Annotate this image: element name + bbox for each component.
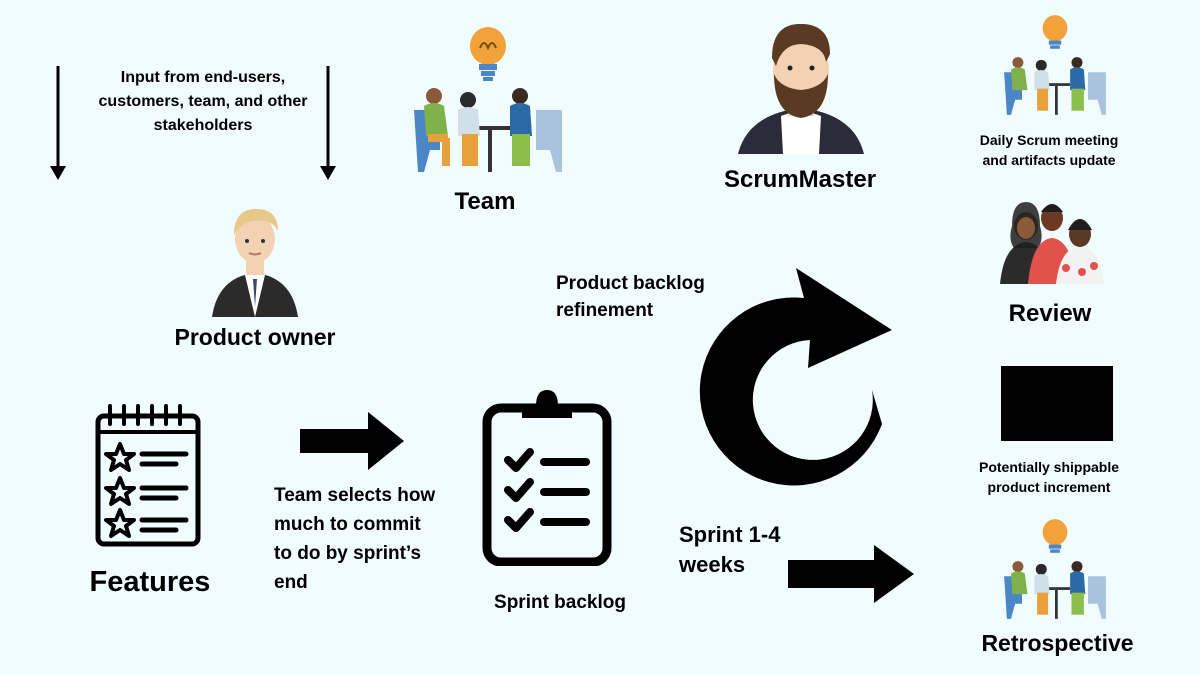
input-sources-text: Input from end-users, customers, team, a… xyxy=(98,69,308,134)
product-owner-avatar xyxy=(212,209,298,317)
daily-scrum-meeting-icon xyxy=(1004,15,1106,115)
sprint-backlog-clipboard-icon xyxy=(482,390,612,566)
team-meeting-icon xyxy=(414,27,562,172)
input-arrow-right xyxy=(320,66,336,180)
team-label: Team xyxy=(454,188,516,215)
shippable-increment-label: Potentially shippable product increment xyxy=(978,459,1120,495)
features-notepad-icon xyxy=(95,404,201,547)
daily-scrum-label: Daily Scrum meeting and artifacts update xyxy=(979,132,1119,168)
increment-arrow xyxy=(788,545,914,603)
input-arrow-left xyxy=(50,66,66,180)
product-owner-label: Product owner xyxy=(174,324,336,350)
sprint-duration-label: Sprint 1-4 weeks xyxy=(679,522,781,577)
sprint-backlog-label: Sprint backlog xyxy=(494,592,626,613)
increment-block xyxy=(1001,366,1113,441)
scrum-master-avatar xyxy=(738,24,864,154)
scrum-master-label: ScrumMaster xyxy=(723,166,877,193)
review-label: Review xyxy=(1008,300,1092,327)
sprint-cycle-arrow xyxy=(699,268,892,486)
team-selects-text: Team selects how much to commit to do by… xyxy=(274,485,436,593)
select-arrow xyxy=(300,412,404,470)
lightbulb-icon xyxy=(470,27,506,81)
features-label: Features xyxy=(89,566,211,598)
retrospective-label: Retrospective xyxy=(981,630,1134,656)
backlog-refinement-label: Product backlog refinement xyxy=(556,273,705,321)
review-people-icon xyxy=(1000,202,1104,284)
retrospective-meeting-icon xyxy=(1004,519,1106,619)
